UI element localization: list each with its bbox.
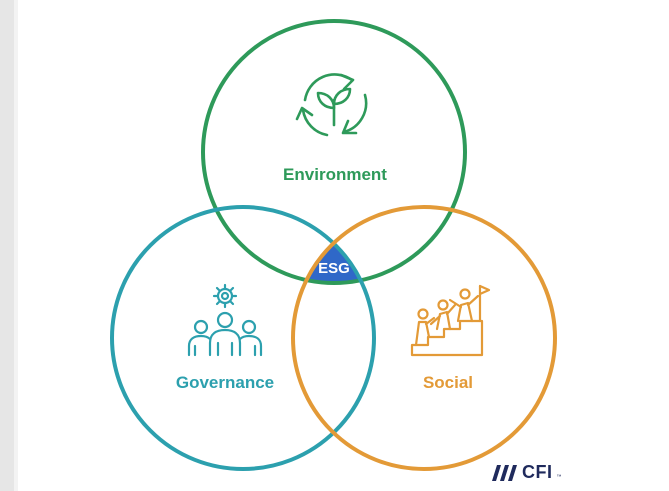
- environment-circle: [201, 19, 467, 285]
- cfi-logo-icon: [492, 464, 517, 481]
- left-border: [0, 0, 14, 491]
- cfi-logo: CFI ™: [488, 462, 562, 483]
- cfi-logo-text: CFI: [522, 462, 553, 482]
- left-border-shade: [14, 0, 18, 491]
- climbing-stairs-icon: [410, 284, 491, 357]
- people-gear-icon: [187, 283, 263, 357]
- governance-label: Governance: [176, 373, 274, 392]
- esg-label: ESG: [318, 260, 350, 277]
- recycle-leaf-icon: [295, 73, 368, 137]
- social-circle: [291, 205, 557, 471]
- cfi-logo-trademark: ™: [556, 474, 562, 480]
- governance-circle: [110, 205, 376, 471]
- social-label: Social: [423, 373, 473, 392]
- environment-label: Environment: [283, 165, 387, 184]
